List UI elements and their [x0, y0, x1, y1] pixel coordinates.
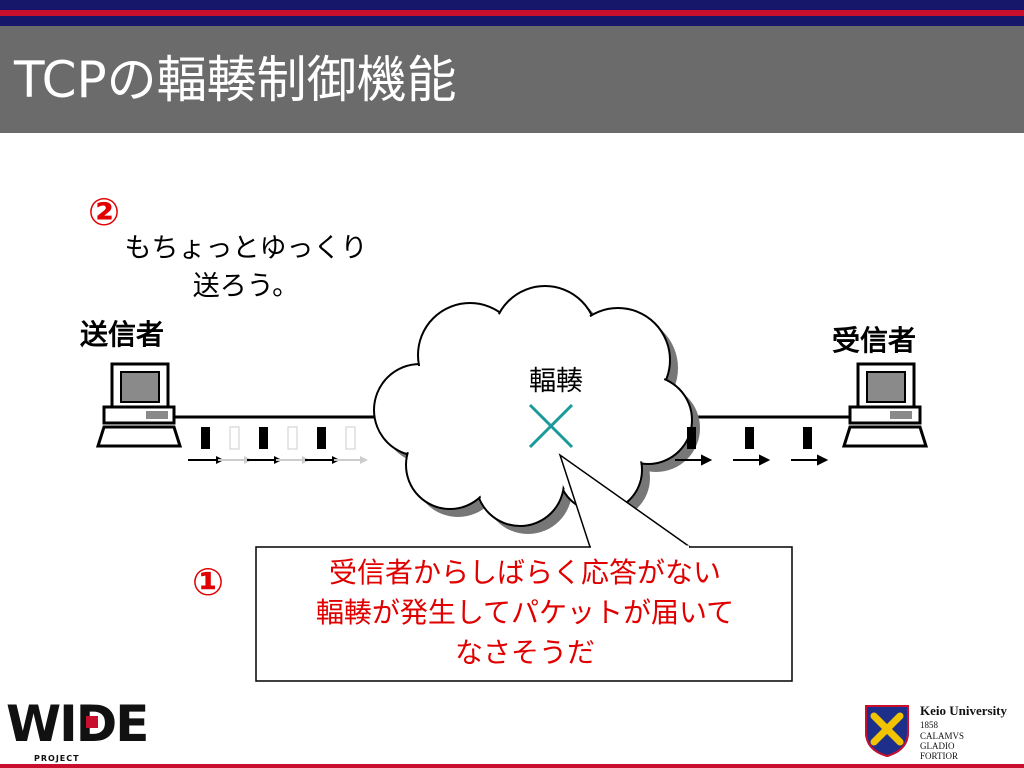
header-stripe-navy-lower [0, 16, 1024, 26]
wide-logo-sub: PROJECT [34, 754, 80, 763]
cloud-label: 輻輳 [529, 366, 583, 397]
header-stripe-navy [0, 0, 1024, 10]
slide-title: TCPの輻輳制御機能 [14, 51, 457, 109]
congestion-cross-icon [528, 403, 574, 449]
callout-line: 受信者からしばらく応答がない [328, 556, 721, 589]
callout-line: 輻輳が発生してパケットが届いて [315, 596, 735, 629]
sender-computer-icon [95, 362, 183, 448]
wide-logo-dot-icon [86, 716, 98, 728]
footer-rule [0, 764, 1024, 768]
keio-crest-icon [865, 705, 909, 758]
title-band [0, 26, 1024, 133]
keio-motto-line: FORTIOR [920, 751, 958, 761]
callout-text: 受信者からしばらく応答がない 輻輳が発生してパケットが届いて なさそうだ [264, 553, 786, 673]
receiver-label: 受信者 [832, 324, 917, 357]
step-2-speech: もちょっとゆっくり 送ろう。 [116, 230, 376, 306]
callout-box [255, 546, 793, 682]
sender-packet-arrows [188, 456, 368, 464]
header-stripe-red [0, 10, 1024, 16]
keio-motto-line: GLADIO [920, 741, 955, 751]
step-2-line: 送ろう。 [192, 271, 300, 302]
receiver-packets [687, 427, 812, 449]
receiver-packet-arrows [675, 454, 829, 466]
keio-motto-line: CALAMVS [920, 731, 965, 741]
keio-university-name: Keio University [920, 703, 1008, 718]
callout-line: なさそうだ [454, 636, 595, 669]
sender-label: 送信者 [80, 318, 165, 351]
step-1-label: ① [192, 560, 225, 604]
step-2-label: ② [88, 190, 121, 234]
receiver-computer-icon [841, 362, 929, 448]
keio-year: 1858 [920, 720, 938, 730]
wide-logo: WIDE [6, 695, 149, 753]
cloud-fill [376, 288, 690, 524]
sender-packets [201, 426, 356, 450]
step-2-line: もちょっとゆっくり [124, 233, 368, 264]
